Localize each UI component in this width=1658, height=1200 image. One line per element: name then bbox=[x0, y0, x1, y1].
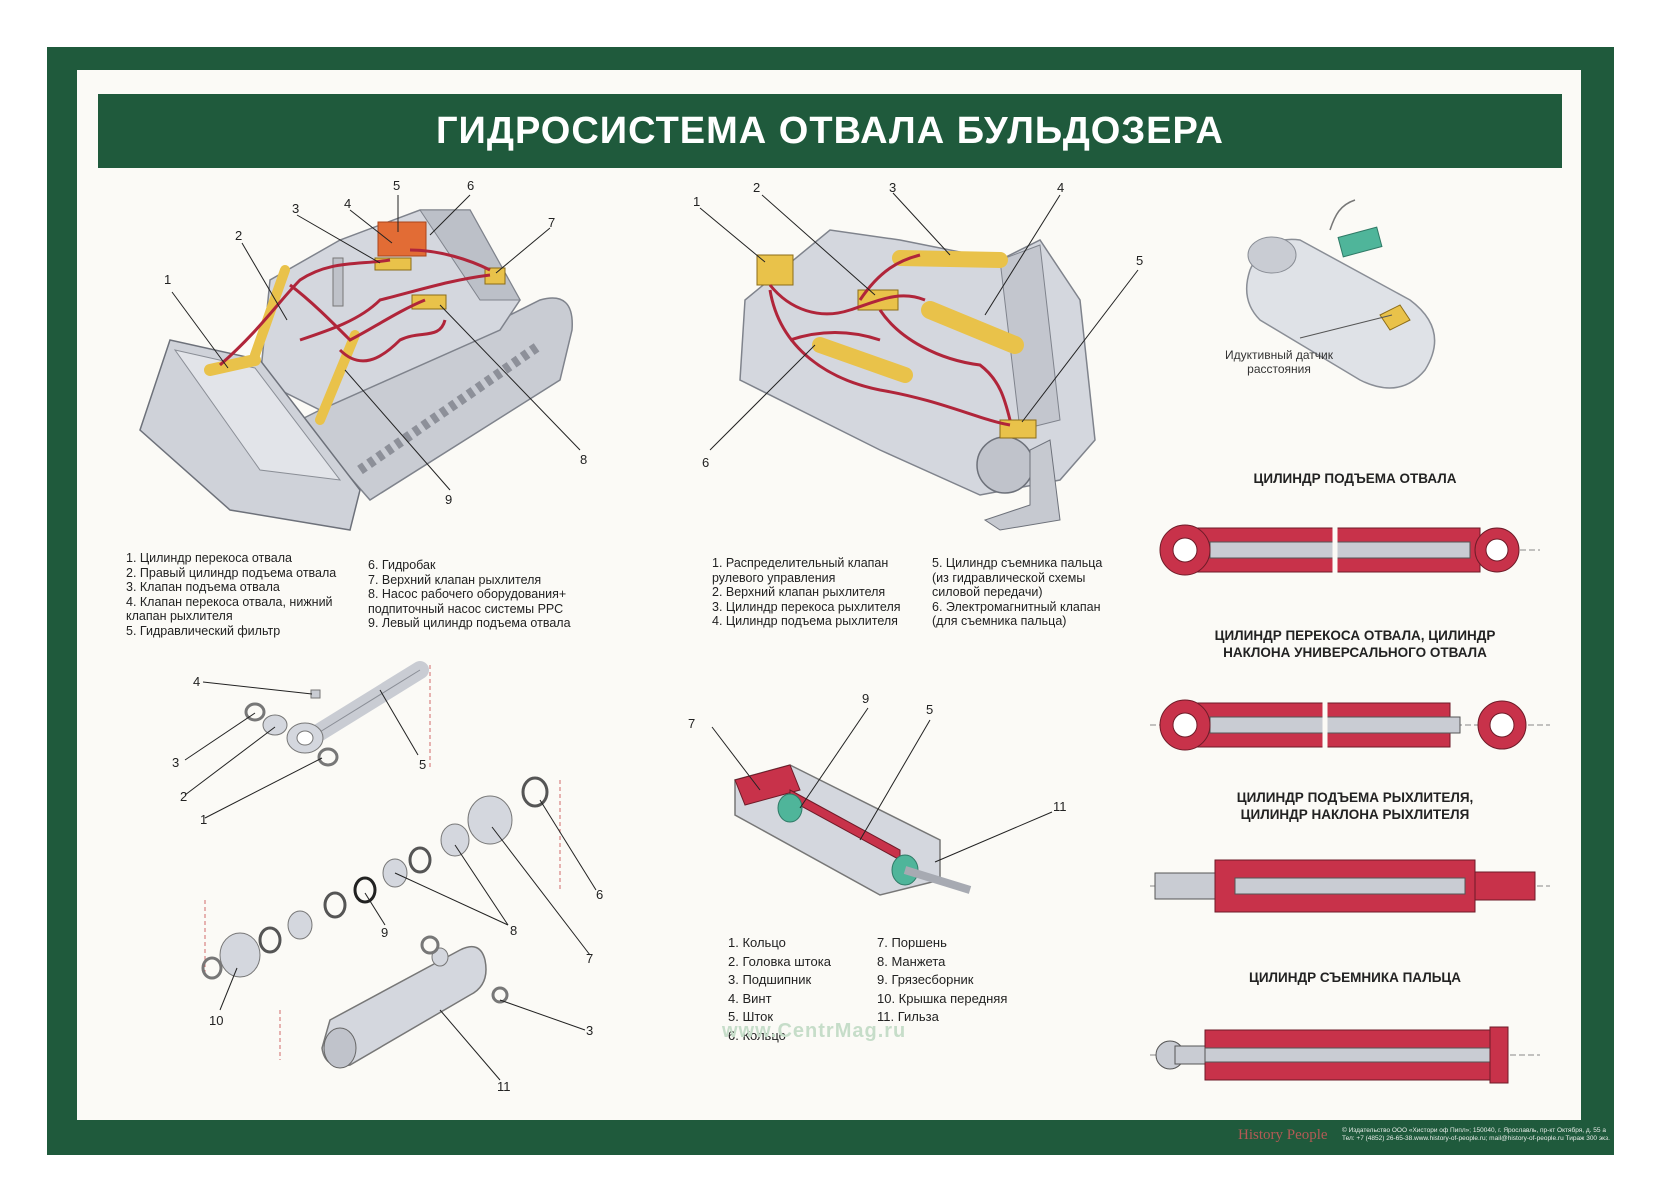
exploded-callout-2: 2 bbox=[180, 789, 188, 804]
copyright-text: © Издательство ООО «Хистори оф Пипл»; 15… bbox=[1342, 1127, 1610, 1142]
cylinder-4-caption: ЦИЛИНДР СЪЕМНИКА ПАЛЬЦА bbox=[1248, 970, 1462, 985]
cylinder-3-caption: ЦИЛИНДР ПОДЪЕМА РЫХЛИТЕЛЯ, ЦИЛИНДР НАКЛО… bbox=[1236, 790, 1474, 822]
dozer-legend-left: 1. Цилиндр перекоса отвала 2. Правый цил… bbox=[126, 551, 337, 638]
exploded-callout-7: 7 bbox=[586, 951, 594, 966]
dozer-callout-9: 9 bbox=[445, 492, 453, 507]
dozer-callout-8: 8 bbox=[580, 452, 588, 467]
title-bar bbox=[98, 94, 1562, 168]
dozer-callout-2: 2 bbox=[235, 228, 243, 243]
exploded-callout-8: 8 bbox=[510, 923, 518, 938]
publisher-logo: History People bbox=[1238, 1127, 1328, 1143]
dozer-callout-6: 6 bbox=[467, 178, 475, 193]
exploded-callout-4: 4 bbox=[193, 674, 201, 689]
ripper-legend-right: 5. Цилиндр съемника пальца (из гидравлич… bbox=[932, 556, 1103, 628]
exploded-callout-3b: 3 bbox=[586, 1023, 594, 1038]
ripper-legend-left: 1. Распределительный клапан рулевого упр… bbox=[712, 556, 901, 628]
watermark: www.CentrMag.ru bbox=[722, 1020, 907, 1042]
ripper-callout-3: 3 bbox=[889, 180, 897, 195]
dozer-callout-5: 5 bbox=[393, 178, 401, 193]
section-callout-7: 7 bbox=[688, 716, 696, 731]
sensor-label: Идуктивный датчик расстояния bbox=[1225, 348, 1333, 376]
dozer-callout-3: 3 bbox=[292, 201, 300, 216]
dozer-callout-1: 1 bbox=[164, 272, 172, 287]
cylinder-1-drawing bbox=[1159, 522, 1540, 578]
dozer-legend-right: 6. Гидробак 7. Верхний клапан рыхлителя … bbox=[368, 558, 571, 630]
exploded-callout-1: 1 bbox=[200, 812, 208, 827]
exploded-callout-11: 11 bbox=[497, 1079, 511, 1094]
cylinder-1-caption: ЦИЛИНДР ПОДЪЕМА ОТВАЛА bbox=[1253, 471, 1457, 486]
exploded-view-illustration bbox=[184, 661, 597, 1081]
exploded-callout-9: 9 bbox=[381, 925, 389, 940]
section-legend-right: 7. Поршень 8. Манжета 9. Грязесборник 10… bbox=[877, 935, 1008, 1024]
cylinder-2-drawing bbox=[1150, 697, 1550, 753]
section-callout-5: 5 bbox=[926, 702, 934, 717]
ripper-callout-1: 1 bbox=[693, 194, 701, 209]
cylinder-4-drawing bbox=[1150, 1026, 1540, 1084]
section-callout-11: 11 bbox=[1053, 799, 1067, 814]
section-callout-9: 9 bbox=[862, 691, 870, 706]
cylinder-3-drawing bbox=[1150, 859, 1550, 913]
exploded-callout-10: 10 bbox=[209, 1013, 224, 1028]
cylinder-2-caption: ЦИЛИНДР ПЕРЕКОСА ОТВАЛА, ЦИЛИНДР НАКЛОНА… bbox=[1214, 628, 1496, 660]
ripper-callout-4: 4 bbox=[1057, 180, 1065, 195]
dozer-illustration bbox=[139, 194, 581, 531]
exploded-callout-6: 6 bbox=[596, 887, 604, 902]
ripper-callout-5: 5 bbox=[1136, 253, 1144, 268]
exploded-callout-3: 3 bbox=[172, 755, 180, 770]
ripper-illustration bbox=[699, 192, 1139, 531]
ripper-callout-2: 2 bbox=[753, 180, 761, 195]
dozer-callout-7: 7 bbox=[548, 215, 556, 230]
poster-title: ГИДРОСИСТЕМА ОТВАЛА БУЛЬДОЗЕРА bbox=[436, 110, 1224, 152]
dozer-callout-4: 4 bbox=[344, 196, 352, 211]
exploded-callout-5: 5 bbox=[419, 757, 427, 772]
sensor-illustration bbox=[1245, 199, 1436, 389]
section-view-illustration bbox=[711, 707, 1053, 896]
section-legend-left: 1. Кольцо 2. Головка штока 3. Подшипник … bbox=[728, 935, 831, 1043]
ripper-callout-6: 6 bbox=[702, 455, 710, 470]
